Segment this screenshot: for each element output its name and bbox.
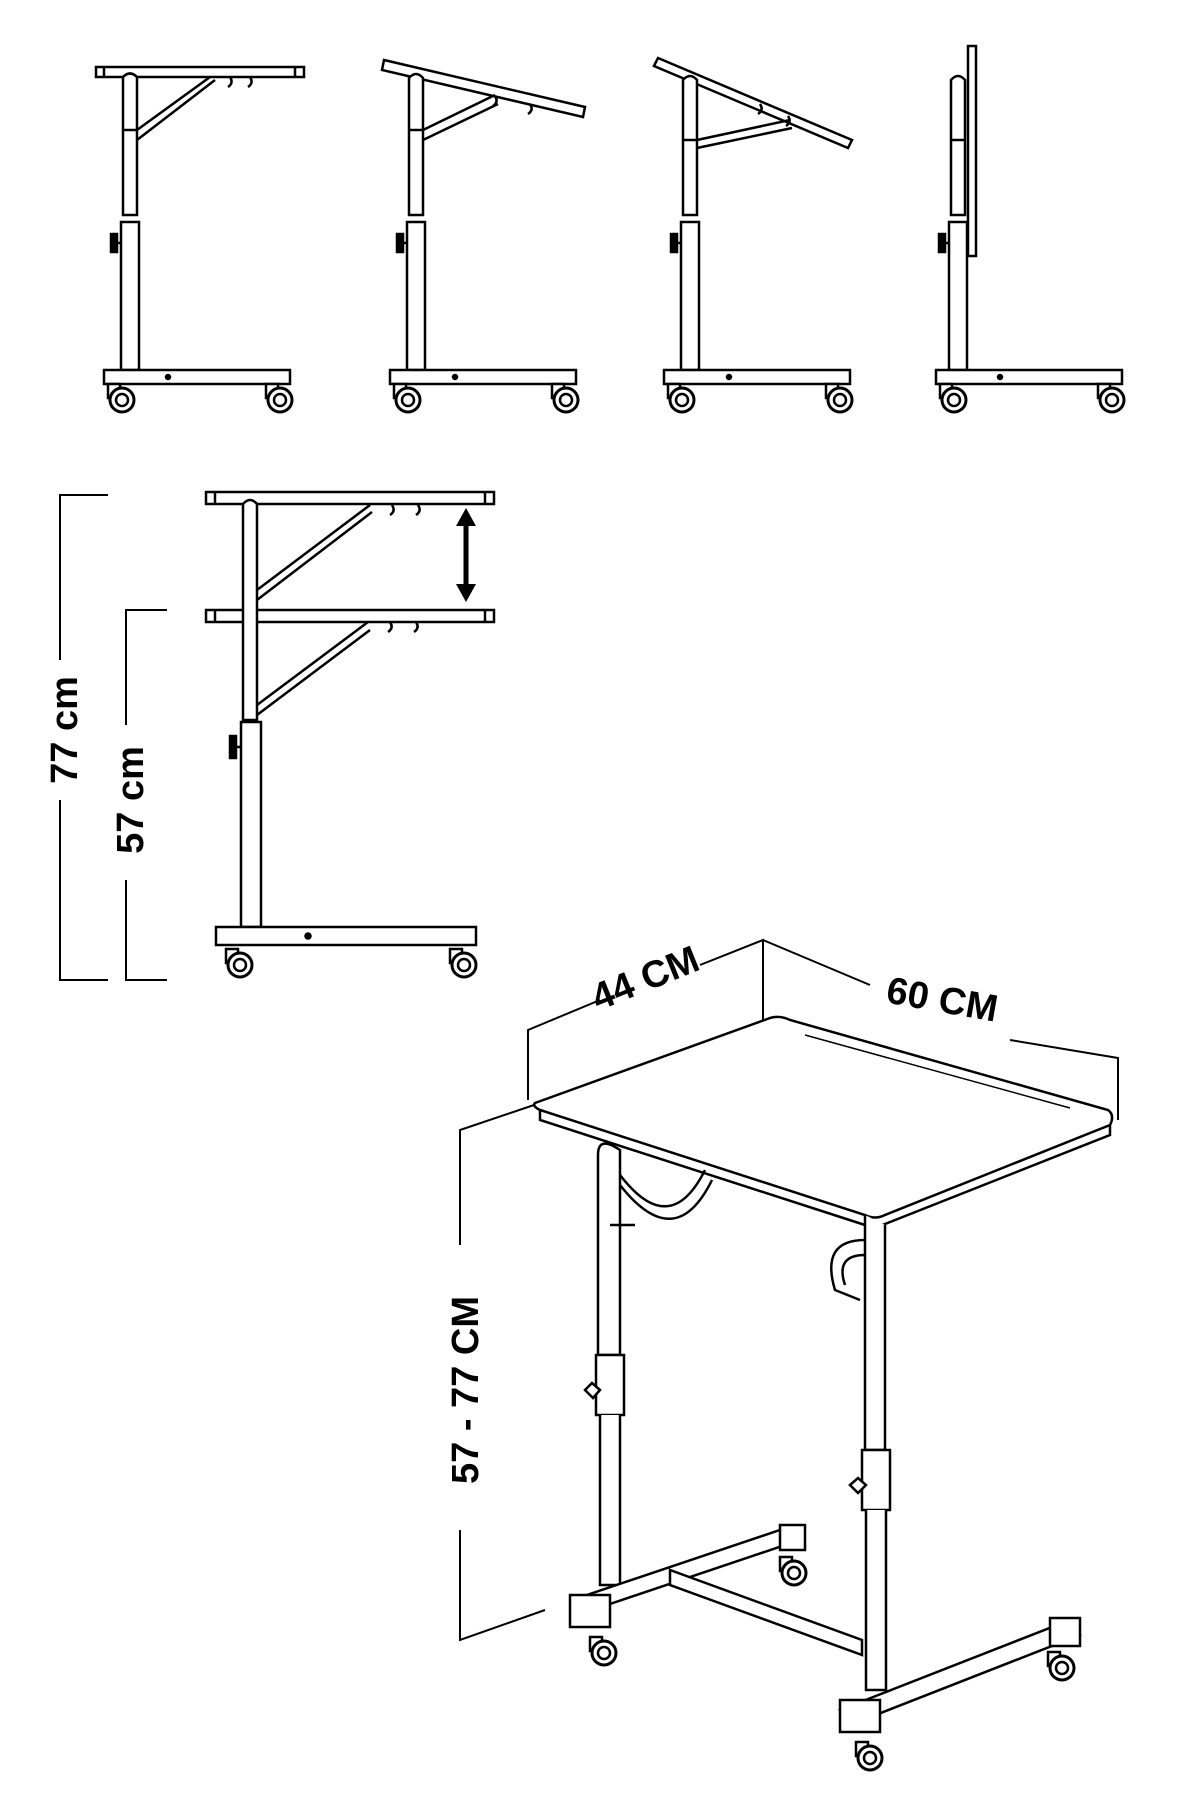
height-range-label: 57 - 77 CM — [445, 1296, 487, 1484]
width-label: 60 CM — [883, 970, 1001, 1031]
tilt-view-vertical — [934, 44, 1126, 414]
tilt-view-steep — [652, 56, 854, 414]
isometric-view: 44 CM 60 CM 57 - 77 CM — [445, 938, 1119, 1772]
depth-label: 44 CM — [586, 938, 706, 1019]
tilt-view-slight — [380, 58, 587, 414]
max-height-label: 77 cm — [44, 676, 86, 784]
tilt-view-flat — [94, 65, 306, 414]
min-height-label: 57 cm — [110, 746, 152, 854]
height-adjust-view: 77 cm 57 cm — [44, 490, 496, 981]
